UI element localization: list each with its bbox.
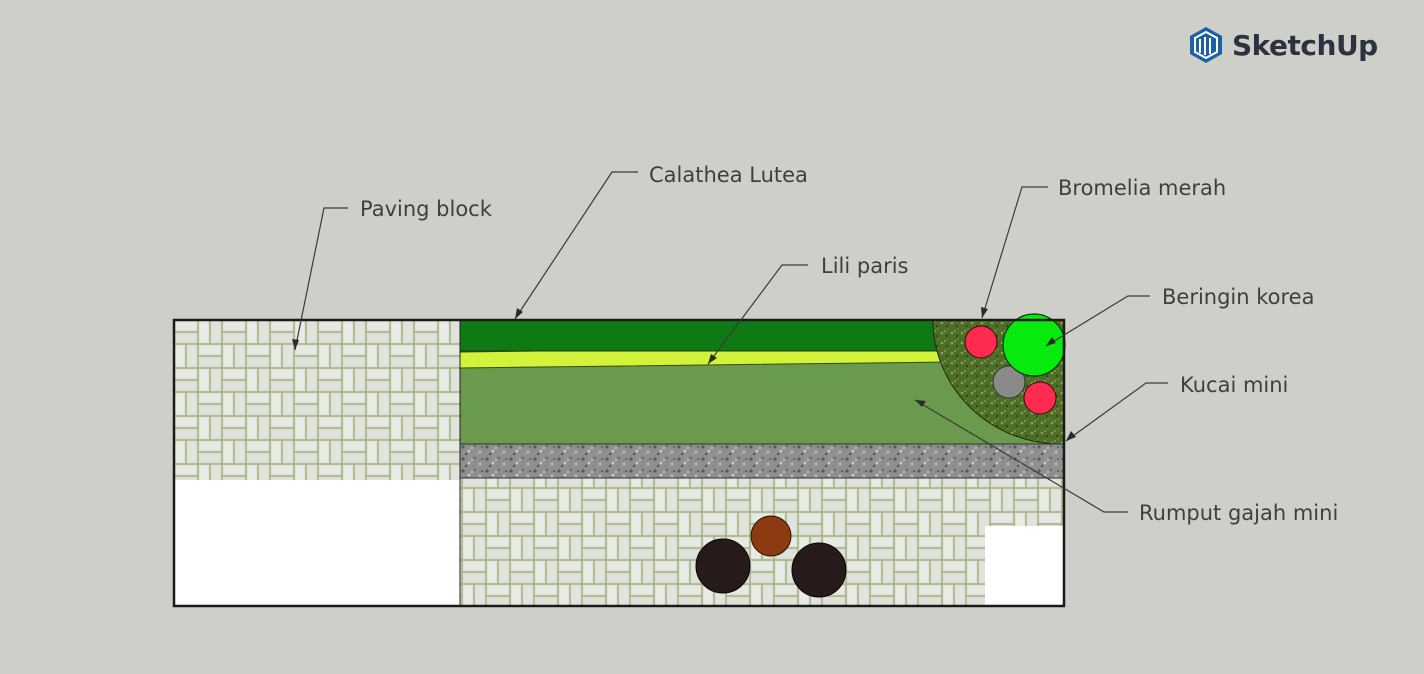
- sketchup-logo-text: SketchUp: [1232, 28, 1378, 62]
- leader-rumput-gajah-mini: [914, 399, 1128, 513]
- label-rumput-gajah-mini: Rumput gajah mini: [1139, 501, 1338, 525]
- arrowhead-bromelia-merah: [981, 307, 988, 318]
- leader-lili-paris: [707, 264, 808, 365]
- label-kucai-mini: Kucai mini: [1180, 373, 1288, 397]
- site-boundary: [172, 318, 1066, 608]
- rumput-gajah-mini-area: [460, 362, 1064, 444]
- arrowhead-beringin-korea: [1046, 337, 1056, 346]
- label-paving-block: Paving block: [360, 197, 493, 221]
- label-bromelia-merah: Bromelia merah: [1058, 176, 1226, 200]
- arrowhead-rumput-gajah-mini: [915, 400, 926, 407]
- bromelia-merah-plant-1: [964, 325, 998, 359]
- empty-area-right: [985, 526, 1064, 606]
- dark-pot-right: [791, 542, 847, 598]
- arrowhead-lili-paris: [708, 354, 717, 364]
- bromelia-merah-plant-2: [1023, 381, 1057, 415]
- gravel-strip: [460, 444, 1064, 478]
- label-lili-paris: Lili paris: [821, 254, 909, 278]
- leader-kucai-mini: [1065, 382, 1168, 442]
- leader-calathea-lutea: [514, 171, 638, 320]
- empty-area-left: [174, 480, 460, 606]
- sketchup-logo-icon: [1190, 27, 1222, 63]
- label-beringin-korea: Beringin korea: [1162, 285, 1314, 309]
- label-calathea-lutea: Calathea Lutea: [649, 163, 808, 187]
- leader-beringin-korea: [1045, 295, 1150, 347]
- arrowhead-calathea-lutea: [515, 308, 523, 319]
- beringin-korea-tree: [1002, 313, 1066, 377]
- arrowhead-paving-block: [292, 339, 299, 350]
- sketchup-logo: SketchUp: [1188, 26, 1378, 64]
- arrowhead-kucai-mini: [1066, 431, 1076, 441]
- leader-paving-block: [294, 207, 348, 351]
- leader-bromelia-merah: [981, 186, 1048, 319]
- clay-pot-small: [750, 515, 792, 557]
- calathea-lutea-band: [459, 319, 939, 352]
- paving-block-area-left: [174, 320, 460, 480]
- decorative-stone: [992, 365, 1026, 399]
- dark-pot-left: [695, 538, 751, 594]
